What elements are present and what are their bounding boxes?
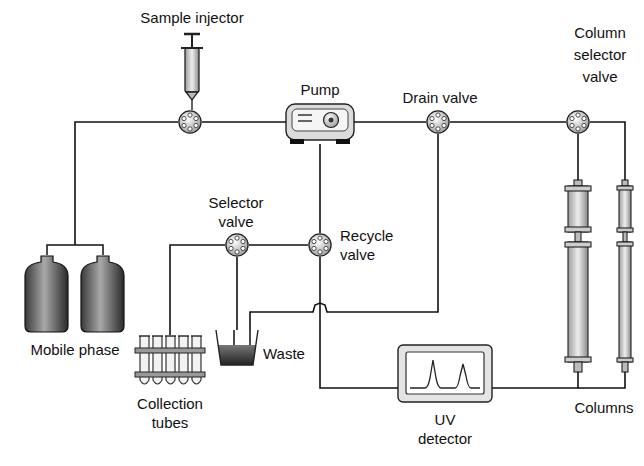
tube-rim bbox=[152, 335, 163, 336]
pump: Pump bbox=[286, 104, 354, 144]
component-label: Column selector valve bbox=[562, 22, 638, 88]
uv-detector: UV detector bbox=[398, 345, 492, 402]
column-selector-valve-symbol bbox=[567, 111, 589, 133]
tubing-line bbox=[577, 134, 579, 180]
uv-detector-symbol bbox=[398, 345, 492, 402]
rack-bar bbox=[135, 348, 205, 353]
mobile-phase: Mobile phase bbox=[25, 245, 125, 332]
sample-injector: Sample injector bbox=[178, 110, 202, 134]
selector-valve-symbol bbox=[226, 234, 248, 256]
tubing-line bbox=[249, 244, 308, 246]
tubing-line bbox=[319, 144, 321, 233]
recycle-valve-symbol bbox=[309, 234, 331, 256]
component-label: Collection tubes bbox=[130, 394, 210, 432]
pump-symbol bbox=[286, 104, 354, 144]
tubing-line bbox=[450, 121, 566, 123]
waste-container: Waste bbox=[216, 330, 258, 365]
tube-rim bbox=[165, 335, 176, 336]
selector-valve: Selector valve bbox=[225, 233, 249, 257]
column-selector-valve: Column selector valve bbox=[566, 110, 590, 134]
collection-rack bbox=[135, 336, 205, 384]
drain-valve-symbol bbox=[427, 111, 449, 133]
tube-rim bbox=[178, 335, 189, 336]
columns-symbol bbox=[565, 122, 633, 388]
tubing-line bbox=[202, 121, 286, 123]
tubing-line bbox=[492, 372, 578, 388]
tube-rim bbox=[139, 335, 150, 336]
columns: Columns bbox=[564, 180, 634, 372]
component-label: Mobile phase bbox=[30, 340, 119, 359]
tubing-line bbox=[170, 245, 225, 335]
component-label: Drain valve bbox=[402, 88, 477, 107]
tubing-line bbox=[354, 121, 426, 123]
component-label: Recycle valve bbox=[340, 226, 402, 264]
drain-valve: Drain valve bbox=[426, 110, 450, 134]
tubing-line bbox=[75, 122, 178, 245]
component-label: Sample injector bbox=[140, 8, 243, 27]
tubing-line bbox=[236, 257, 238, 330]
component-label: Selector valve bbox=[203, 193, 269, 231]
solvent-bottles bbox=[25, 245, 124, 332]
tubing-line bbox=[320, 257, 398, 388]
tube-rim bbox=[191, 335, 202, 336]
syringe bbox=[181, 34, 203, 110]
component-label: Waste bbox=[263, 344, 305, 363]
tubing-line bbox=[250, 134, 438, 330]
recycle-valve: Recycle valve bbox=[308, 233, 332, 257]
waste-beaker bbox=[216, 330, 258, 365]
injector-valve bbox=[179, 111, 201, 133]
component-label: Columns bbox=[574, 398, 633, 417]
component-label: Pump bbox=[300, 80, 339, 99]
component-label: UV detector bbox=[410, 410, 480, 448]
collection-tubes: Collection tubes bbox=[135, 335, 205, 388]
rack-bar bbox=[135, 372, 205, 377]
